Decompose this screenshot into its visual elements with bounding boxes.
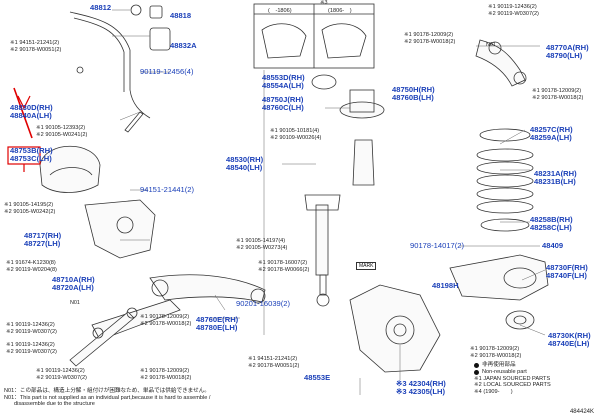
diagram-id: 484424K	[569, 409, 594, 415]
footnote: N01：この部品は、構造上分解・組付けが困難なため、単品では供給できません。 N…	[4, 388, 211, 408]
fastener-note-91674-k1230: ※1 91674-K1230(8) ※2 90119-W0204(8)	[6, 260, 57, 273]
fastener-note-90105-12393: ※1 90105-12393(2) ※2 90105-W0241(2)	[36, 125, 88, 138]
part-48231a[interactable]: 48231A(RH) 48231B(LH)	[534, 169, 577, 187]
note-n01-left: N01	[70, 300, 80, 306]
part-48717[interactable]: 48717(RH) 48727(LH)	[24, 231, 62, 249]
part-90178-14017[interactable]: 90178-14017(2)	[410, 241, 465, 250]
part-48553e[interactable]: 48553E	[304, 373, 331, 382]
part-48818[interactable]: 48818	[170, 11, 192, 20]
part-48750h[interactable]: 48750H(RH) 48760B(LH)	[392, 85, 435, 103]
part-48409[interactable]: 48409	[542, 241, 564, 250]
legend-item-range: ※4 (1909- )	[474, 389, 513, 396]
fastener-note-94151: ※1 94151-21241(2) ※2 90178-W0051(2)	[10, 40, 62, 53]
part-48760e[interactable]: 48760E(RH) 48780E(LH)	[196, 315, 239, 333]
inset-right-range: (1806- )	[328, 8, 352, 14]
fastener-note-90105-10181: ※1 90105-10181(4) ※2 90109-W0026(4)	[270, 128, 322, 141]
fastener-note-90105-14197: ※1 90105-14197(4) ※2 90105-W0273(4)	[236, 238, 288, 251]
mark-label: MARK	[356, 262, 377, 270]
dot-icon	[474, 362, 479, 368]
fastener-note-90119-12436-e: ※1 90119-12436(2) ※2 90119-W0307(2)	[488, 4, 539, 17]
part-48258b[interactable]: 48258B(RH) 48258C(LH)	[530, 215, 573, 233]
legend-item-jp: 非再使用部品	[474, 362, 551, 369]
note-n01-right: N01	[486, 42, 496, 48]
part-94151-21441[interactable]: 94151-21441(2)	[140, 185, 195, 194]
fastener-note-90119-12436-c: ※1 90119-12436(2) ※2 90119-W0307(2)	[36, 368, 87, 381]
part-48530[interactable]: 48530(RH) 48540(LH)	[226, 155, 264, 173]
part-48730f[interactable]: 48730F(RH) 48740F(LH)	[546, 263, 588, 281]
legend-item-japan: ※1 JAPAN SOURCED PARTS	[474, 375, 551, 382]
part-48750j[interactable]: 48750J(RH) 48760C(LH)	[262, 95, 304, 113]
part-48198h[interactable]: 48198H	[432, 281, 459, 290]
fastener-note-90178-12009-d: ※1 90178-12009(2) ※2 90178-W0018(2)	[532, 88, 584, 101]
inset-left-range: ( -1806)	[268, 8, 292, 14]
fastener-note-90178-12009-c: ※1 90178-12009(2) ※2 90178-W0018(2)	[404, 32, 456, 45]
part-90201-16039[interactable]: 90201-16039(2)	[236, 299, 291, 308]
legend-item-local: ※2 LOCAL SOURCED PARTS	[474, 382, 551, 389]
part-48710a[interactable]: 48710A(RH) 48720A(LH)	[52, 275, 95, 293]
fastener-note-90178-12009-a: ※1 90178-12009(2) ※2 90178-W0018(2)	[140, 314, 192, 327]
dot-icon	[474, 369, 479, 375]
fastener-note-90178-12009-b: ※1 90178-12009(2) ※2 90178-W0018(2)	[140, 368, 192, 381]
fastener-note-90105-14195: ※1 90105-14195(2) ※2 90105-W0242(2)	[4, 202, 56, 215]
part-48753b-48753c[interactable]: 48753B(RH) 48753C(LH)	[10, 146, 53, 164]
part-48553d[interactable]: 48553D(RH) 48554A(LH)	[262, 73, 305, 91]
fastener-note-90178-16007: ※1 90178-16007(2) ※2 90178-W0066(2)	[258, 260, 310, 273]
legend-item-en: Non-reusable part	[474, 369, 551, 376]
part-48812[interactable]: 48812	[90, 3, 112, 12]
inset-ref: ※3	[320, 0, 328, 6]
part-48830d[interactable]: 48830D(RH) 48840A(LH)	[10, 103, 53, 121]
part-48730k[interactable]: 48730K(RH) 48740E(LH)	[548, 331, 591, 349]
part-90119-12456[interactable]: 90119-12456(4)	[140, 67, 194, 76]
fastener-note-94151-21241-b: ※1 94151-21241(2) ※2 90178-W0051(2)	[248, 356, 300, 369]
part-48257c[interactable]: 48257C(RH) 48259A(LH)	[530, 125, 573, 143]
legend: 非再使用部品 Non-reusable part ※1 JAPAN SOURCE…	[474, 362, 551, 396]
part-42304[interactable]: ※3 42304(RH) ※3 42305(LH)	[396, 379, 446, 397]
fastener-note-90178-12009-e: ※1 90178-12009(2) ※2 90178-W0018(2)	[470, 346, 522, 359]
fastener-note-90119-12436-b: ※1 90119-12436(2) ※2 90119-W0307(2)	[6, 342, 57, 355]
part-48770a[interactable]: 48770A(RH) 48790(LH)	[546, 43, 589, 61]
part-48832a[interactable]: 48832A	[170, 41, 197, 50]
fastener-note-90119-12436-a: ※1 90119-12436(2) ※2 90119-W0307(2)	[6, 322, 57, 335]
